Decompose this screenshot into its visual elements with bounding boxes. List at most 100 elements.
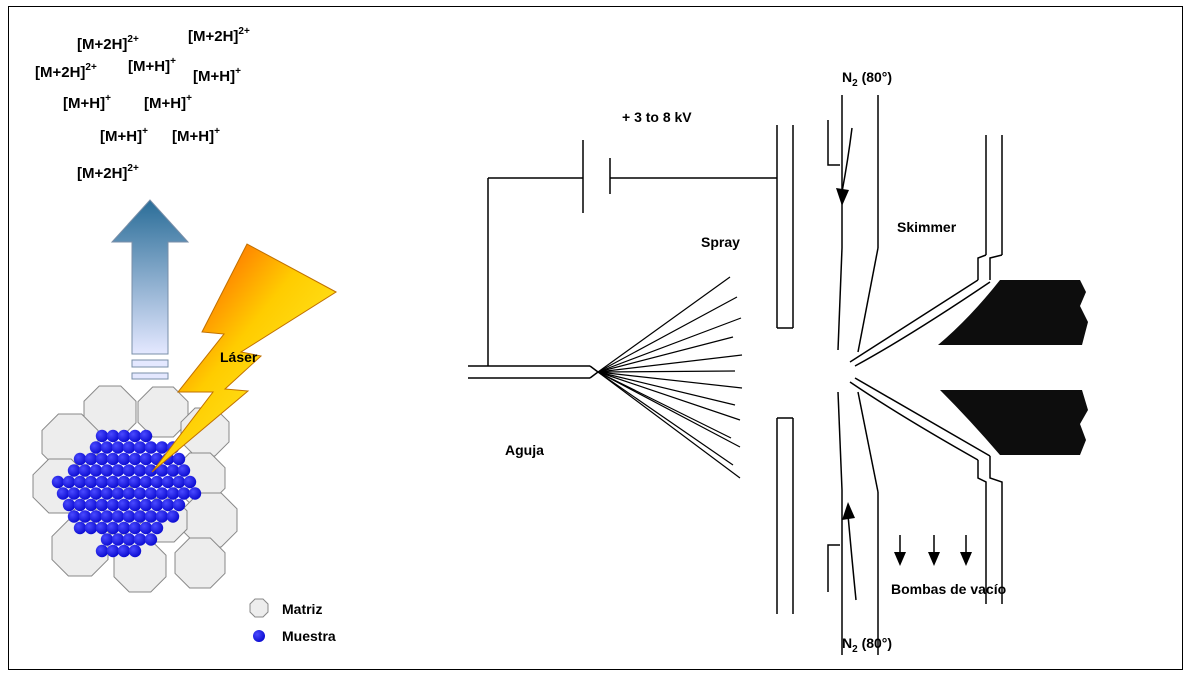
sample-molecule: [122, 510, 136, 523]
ion-label: [M+H]+: [128, 56, 176, 75]
sample-molecule: [128, 429, 142, 443]
sample-molecule: [95, 452, 109, 466]
sample-molecule: [100, 533, 114, 546]
sample-molecule: [106, 429, 120, 443]
sample-molecule: [122, 464, 136, 477]
sample-molecule: [117, 452, 131, 466]
sample-molecule: [122, 533, 136, 546]
spray-jet: [597, 371, 736, 406]
sample-molecule: [56, 487, 70, 500]
sample-molecule: [117, 475, 131, 489]
spray-jet: [597, 371, 743, 389]
sample-molecule: [51, 475, 65, 489]
gas-flow-arrow-top: [836, 127, 853, 206]
sample-molecule: [106, 498, 120, 512]
needle: [468, 365, 599, 379]
ion-label: [M+2H]2+: [77, 163, 139, 182]
sample-molecule: [122, 441, 136, 454]
sample-molecule: [188, 487, 202, 500]
sample-molecule: [133, 441, 147, 454]
spray-jet: [597, 370, 736, 373]
legend-sample-label: Muestra: [282, 628, 336, 644]
gas-flow-arrow-bottom: [842, 502, 857, 601]
sample-molecule: [166, 487, 180, 500]
sample-molecule: [106, 475, 120, 489]
sample-molecule: [172, 498, 186, 512]
desorption-arrow: [110, 199, 190, 380]
spray-label: Spray: [701, 234, 740, 250]
sample-molecule: [100, 464, 114, 477]
sample-molecule: [172, 475, 186, 489]
sample-molecule: [133, 510, 147, 523]
sample-molecule: [139, 452, 153, 466]
sample-molecule: [133, 533, 147, 546]
voltage-label: + 3 to 8 kV: [622, 109, 692, 125]
sample-molecule: [67, 487, 81, 500]
sample-molecule: [73, 475, 87, 489]
sample-molecule: [128, 521, 142, 535]
spray-jet: [597, 371, 741, 479]
sample-molecule: [111, 441, 125, 454]
sample-molecule: [183, 475, 197, 489]
sample-molecule: [155, 510, 169, 523]
laser-label: Láser: [220, 349, 258, 365]
sample-molecule: [144, 441, 158, 454]
sample-molecule: [100, 487, 114, 500]
spray-plume: [597, 276, 743, 479]
sample-molecule: [78, 510, 92, 523]
ion-label: [M+H]+: [144, 93, 192, 112]
sample-molecule: [106, 452, 120, 466]
sample-molecule: [161, 498, 175, 512]
ion-label: [M+2H]2+: [188, 26, 250, 45]
spray-jet: [597, 371, 741, 421]
sample-molecule: [150, 521, 164, 535]
sample-molecule: [84, 452, 98, 466]
spray-jet: [597, 371, 741, 448]
sample-molecule: [111, 464, 125, 477]
ion-label: [M+H]+: [100, 126, 148, 145]
sample-molecule: [67, 464, 81, 477]
sample-molecule: [111, 487, 125, 500]
needle-label: Aguja: [505, 442, 544, 458]
power-circuit: [487, 140, 777, 366]
spray-jet: [597, 371, 734, 466]
sample-molecule: [95, 429, 109, 443]
spray-jet: [597, 276, 731, 373]
sample-molecule: [139, 475, 153, 489]
sample-molecule: [89, 487, 103, 500]
spray-jet: [597, 354, 743, 373]
sample-molecule: [139, 521, 153, 535]
spray-jet: [597, 296, 738, 373]
sample-molecule: [84, 521, 98, 535]
sample-molecule: [155, 464, 169, 477]
sample-molecule: [150, 475, 164, 489]
sample-molecule: [166, 464, 180, 477]
legend-matrix-label: Matriz: [282, 601, 322, 617]
spray-jet: [597, 317, 742, 373]
ion-label: [M+H]+: [172, 126, 220, 145]
nitrogen-bottom-label: N2 (80°): [842, 635, 892, 655]
sample-molecule: [111, 533, 125, 546]
sample-molecule: [62, 498, 76, 512]
sample-molecule: [144, 464, 158, 477]
sample-molecule: [128, 544, 142, 558]
sample-molecule: [133, 487, 147, 500]
sample-molecule: [100, 441, 114, 454]
sample-molecule: [84, 498, 98, 512]
sample-molecule: [166, 510, 180, 523]
gas-channel: [827, 95, 879, 655]
sample-molecule: [133, 464, 147, 477]
sample-molecule: [128, 475, 142, 489]
sample-molecule: [144, 533, 158, 546]
sample-molecule: [150, 498, 164, 512]
sample-molecule: [106, 521, 120, 535]
legend-matrix-swatch: [249, 598, 269, 618]
sample-molecule: [95, 544, 109, 558]
legend: Matriz Muestra: [249, 598, 336, 644]
ion-optics: [938, 280, 1088, 455]
sample-molecule: [62, 475, 76, 489]
sample-molecule: [95, 498, 109, 512]
sample-molecule: [144, 487, 158, 500]
ion-label: [M+2H]2+: [35, 62, 97, 81]
vacuum-pumps-label: Bombas de vacío: [891, 581, 1006, 597]
